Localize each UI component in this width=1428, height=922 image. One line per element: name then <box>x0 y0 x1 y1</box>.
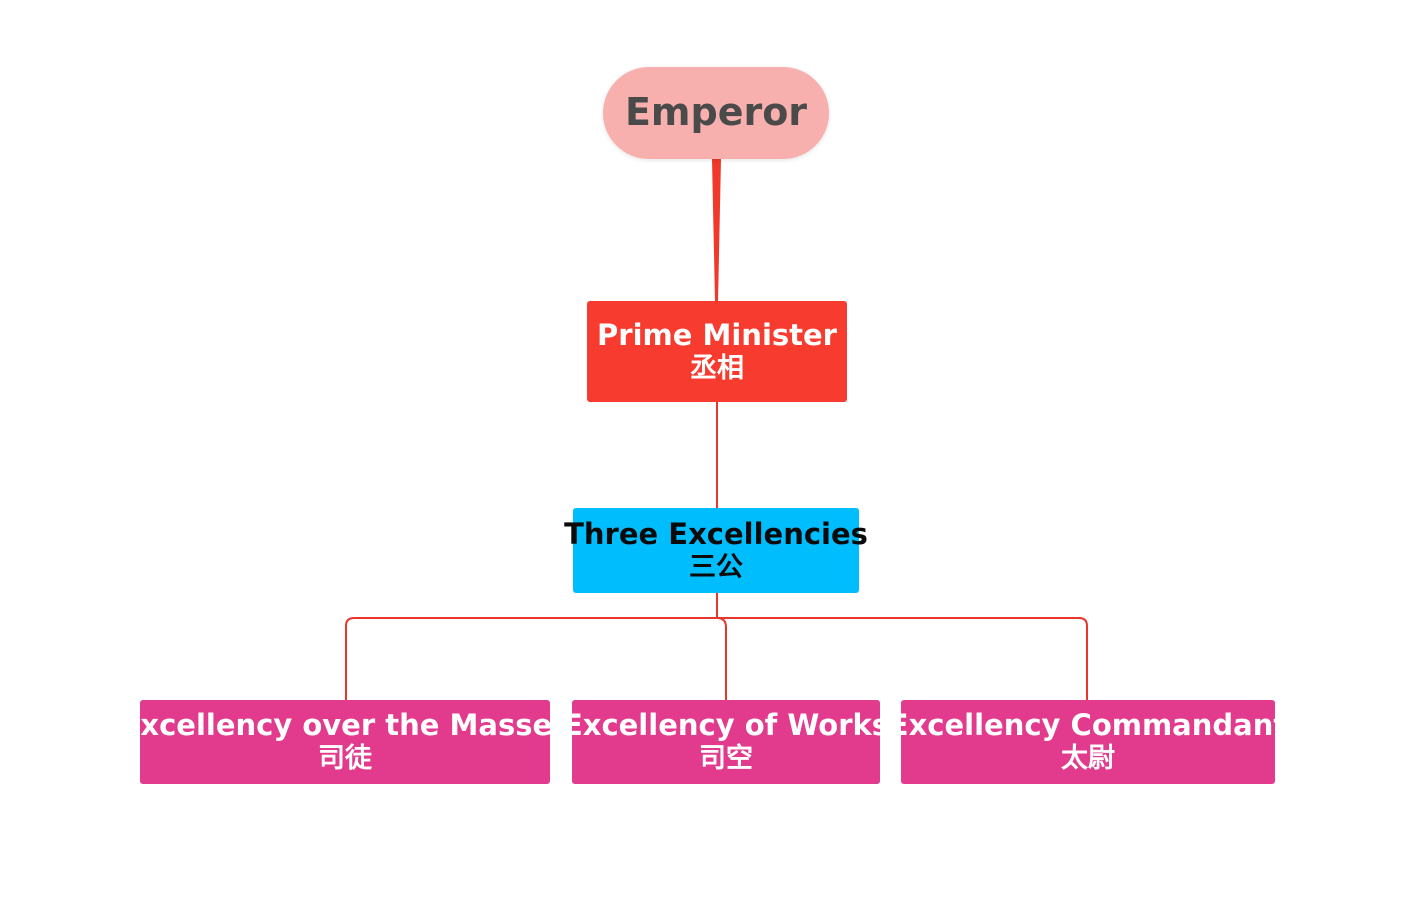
excellency-over-the-masses-node[interactable]: Excellency over the Masses 司徒 <box>121 700 569 784</box>
leaf-label-zh: 太尉 <box>1061 743 1115 775</box>
leaf-label-en: Excellency of Works <box>562 708 890 743</box>
connector-emperor-to-prime-minister <box>712 159 721 301</box>
emperor-node[interactable]: Emperor <box>603 67 829 159</box>
prime-minister-label-zh: 丞相 <box>690 352 744 384</box>
prime-minister-label-en: Prime Minister <box>597 317 837 352</box>
leaf-label-zh: 司徒 <box>318 743 372 775</box>
connector-bus-middle <box>716 617 727 700</box>
leaf-label-en: Excellency Commandant <box>888 708 1288 743</box>
connector-bus-left <box>345 617 717 700</box>
connector-bus-right <box>717 617 1088 700</box>
excellency-commandant-node[interactable]: Excellency Commandant 太尉 <box>889 700 1287 784</box>
leaf-label-zh: 司空 <box>699 743 753 775</box>
excellency-of-works-node[interactable]: Excellency of Works 司空 <box>563 700 889 784</box>
three-excellencies-label-zh: 三公 <box>689 551 743 583</box>
leaf-label-en: Excellency over the Masses <box>120 708 570 743</box>
three-excellencies-node[interactable]: Three Excellencies 三公 <box>564 508 868 593</box>
prime-minister-node[interactable]: Prime Minister 丞相 <box>587 301 847 402</box>
three-excellencies-label-en: Three Excellencies <box>564 516 868 551</box>
emperor-label: Emperor <box>624 90 808 135</box>
